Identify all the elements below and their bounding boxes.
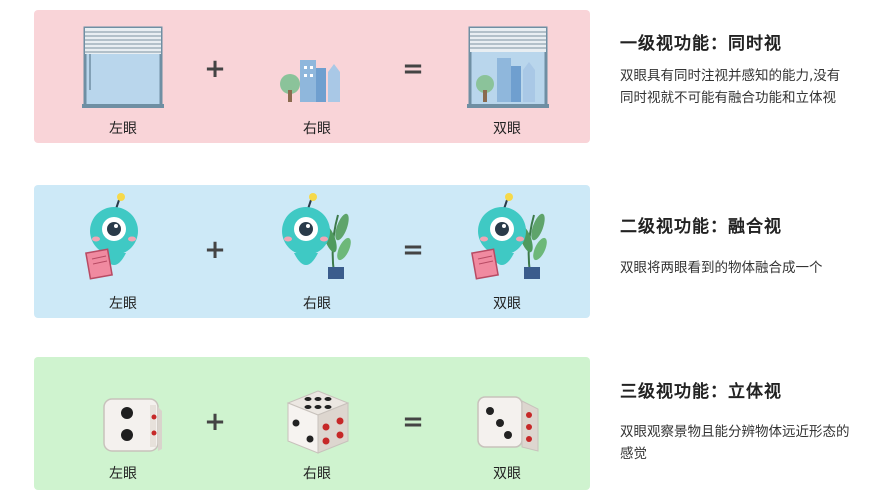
window-city-image	[467, 26, 549, 108]
left-eye-label: 左眼	[109, 296, 137, 312]
mascot-with-book-image	[85, 193, 138, 280]
level2-description: 双眼将两眼看到的物体融合成一个	[620, 260, 823, 276]
both-eyes-label: 双眼	[493, 466, 521, 482]
level2-panel: + = 左眼 右眼 双眼	[34, 185, 590, 318]
right-eye-label: 右眼	[303, 121, 331, 137]
right-eye-label: 右眼	[303, 296, 331, 312]
both-eyes-label: 双眼	[493, 296, 521, 312]
die-three-d-image	[286, 390, 350, 454]
level3-description: 双眼观察景物且能分辨物体远近形态的感觉	[620, 424, 850, 462]
plus-sign: +	[204, 407, 226, 437]
equals-sign: =	[402, 235, 424, 265]
window-blinds-image	[82, 26, 164, 108]
equals-sign: =	[402, 407, 424, 437]
left-eye-label: 左眼	[109, 121, 137, 137]
plus-sign: +	[204, 235, 226, 265]
right-eye-label: 右眼	[303, 466, 331, 482]
both-eyes-label: 双眼	[493, 121, 521, 137]
left-eye-label: 左眼	[109, 466, 137, 482]
level1-title: 一级视功能：同时视	[620, 34, 782, 54]
mascot-with-book-and-plant-image	[471, 193, 547, 280]
level2-title: 二级视功能：融合视	[620, 217, 782, 237]
equals-sign: =	[402, 54, 424, 84]
mascot-with-plant-image	[282, 193, 351, 279]
city-tree-image	[280, 60, 340, 102]
level3-panel: + = 左眼 右眼 双眼	[34, 357, 590, 490]
die-two-image	[103, 398, 162, 452]
die-result-image	[477, 396, 539, 452]
level1-panel: + = 左眼 右眼 双眼	[34, 10, 590, 143]
level1-description: 双眼具有同时注视并感知的能力,没有同时视就不可能有融合功能和立体视	[620, 68, 841, 106]
plus-sign: +	[204, 54, 226, 84]
level3-title: 三级视功能：立体视	[620, 382, 782, 402]
